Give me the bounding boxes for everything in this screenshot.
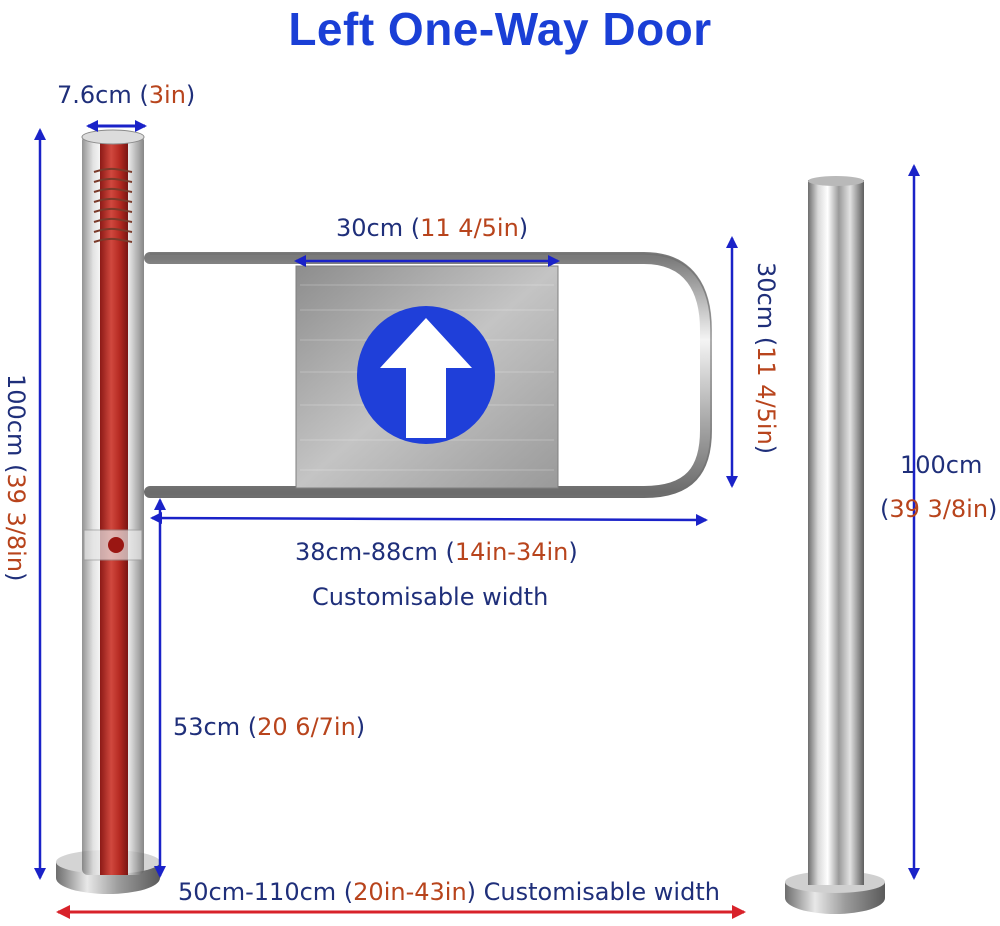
arm-width-note: Customisable width bbox=[312, 583, 549, 611]
right-height-metric-label: 100cm bbox=[900, 451, 983, 479]
arm-width-arrow bbox=[150, 512, 708, 526]
post-diameter-label: 7.6cm (3in) bbox=[57, 81, 196, 109]
right-post bbox=[785, 176, 885, 914]
arm-height-label: 53cm (20 6/7in) bbox=[173, 713, 366, 741]
total-width-label: 50cm-110cm (20in-43in) Customisable widt… bbox=[178, 878, 720, 906]
page-title: Left One-Way Door bbox=[288, 3, 712, 55]
sign-width-label: 30cm (11 4/5in) bbox=[336, 214, 529, 242]
left-height-label: 100cm (39 3/8in) bbox=[2, 374, 30, 582]
direction-sign bbox=[295, 265, 559, 489]
left-gate-post bbox=[56, 129, 712, 894]
arm-width-label: 38cm-88cm (14in-34in) bbox=[295, 538, 578, 566]
right-height-imperial-label: (39 3/8in) bbox=[880, 495, 998, 523]
sign-height-label: 30cm (11 4/5in) bbox=[752, 262, 780, 455]
